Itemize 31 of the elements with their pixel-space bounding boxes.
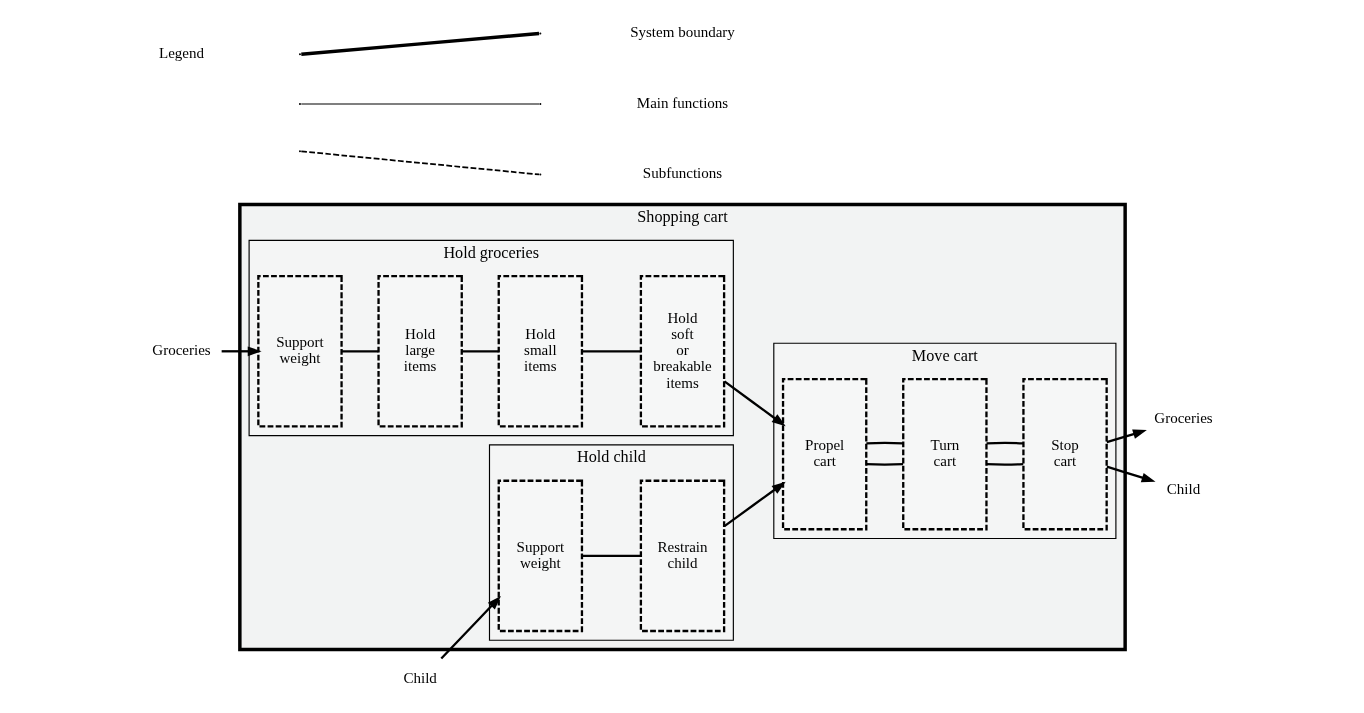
connector	[865, 441, 903, 445]
node-box: Hold small items	[497, 275, 583, 428]
node-box: Stop cart	[1021, 377, 1108, 531]
node-box: Restrain child	[639, 479, 725, 633]
node-box: Hold soft or breakable items	[639, 275, 725, 428]
arrow	[1105, 465, 1155, 483]
arrow	[1106, 429, 1147, 444]
node-box: Hold large items	[376, 275, 463, 428]
legend-label: System boundary	[629, 24, 735, 41]
arrow	[723, 481, 786, 528]
arrow	[723, 380, 786, 427]
node-text: Child	[1166, 480, 1200, 497]
connector	[986, 441, 1023, 445]
legend-label: Subfunctions	[642, 165, 722, 182]
connector	[461, 350, 499, 353]
node-box: Propel cart	[781, 377, 867, 531]
connector	[341, 350, 378, 353]
node-box: Support weight	[256, 275, 343, 428]
label: Legend	[158, 45, 204, 62]
arrow	[439, 596, 501, 660]
node-text: Groceries	[151, 342, 211, 359]
connector	[581, 554, 641, 557]
legend-label: Main functions	[636, 94, 728, 111]
node-box: Support weight	[497, 479, 583, 633]
connector	[865, 462, 903, 466]
arrow	[221, 346, 262, 357]
node-text: Groceries	[1153, 410, 1213, 427]
node-box: Turn cart	[901, 377, 988, 531]
connector	[581, 350, 641, 353]
node-text: Child	[402, 670, 437, 687]
connector	[986, 462, 1023, 466]
